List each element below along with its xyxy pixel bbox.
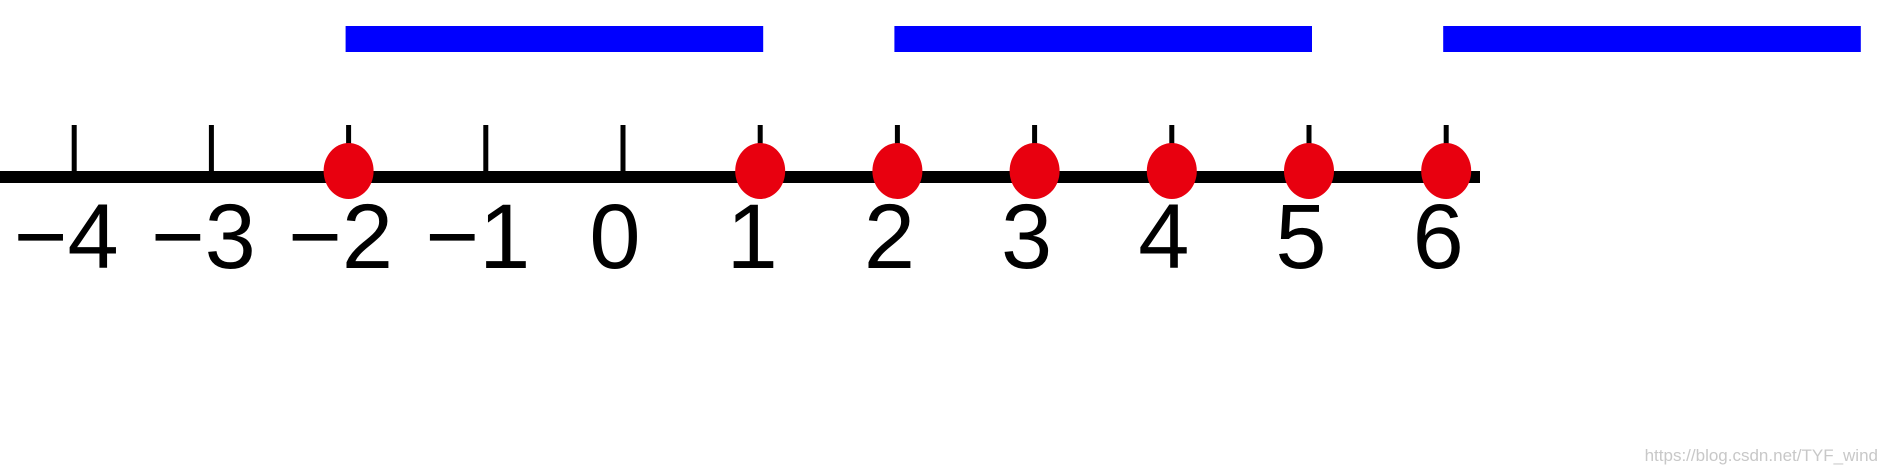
point-marker-4 xyxy=(1146,143,1197,199)
tick-label-10: 6 xyxy=(1413,186,1464,288)
tick-label-5: 1 xyxy=(727,186,778,288)
tick-label-4: 0 xyxy=(589,186,640,288)
tick-label-3: −1 xyxy=(425,186,530,288)
point-marker-1 xyxy=(735,143,786,199)
point-marker-3 xyxy=(1009,143,1060,199)
tick-label-9: 5 xyxy=(1275,186,1326,288)
tick-label-7: 3 xyxy=(1001,186,1052,288)
points-group xyxy=(323,143,1472,199)
tick-label-0: −4 xyxy=(14,186,119,288)
tick-label-6: 2 xyxy=(864,186,915,288)
point-marker-0 xyxy=(323,143,374,199)
tick-label-1: −3 xyxy=(151,186,256,288)
interval-bar-2 xyxy=(894,26,1312,52)
point-marker-2 xyxy=(872,143,923,199)
watermark-text: https://blog.csdn.net/TYF_wind xyxy=(1644,446,1878,465)
tick-label-8: 4 xyxy=(1138,186,1189,288)
tick-label-2: −2 xyxy=(288,186,393,288)
point-marker-5 xyxy=(1284,143,1334,199)
intervals-group xyxy=(345,26,1861,52)
point-marker-6 xyxy=(1421,143,1472,199)
interval-bar-3 xyxy=(1443,26,1861,52)
interval-bar-1 xyxy=(345,26,764,52)
